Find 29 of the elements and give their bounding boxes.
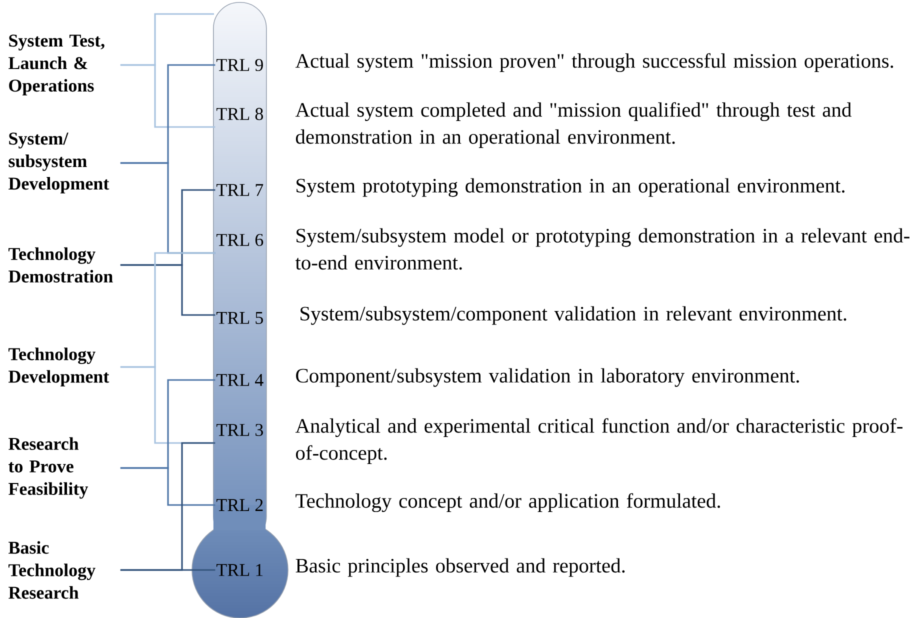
level-label: TRL 3 (216, 424, 263, 436)
phase-label: Technology Development (8, 348, 110, 386)
bracket-line (120, 467, 216, 506)
level-label: TRL 4 (216, 374, 264, 386)
level-label: TRL 1 (216, 564, 263, 576)
description-text: Actual system "mission proven" through successful mission operations. (295, 53, 894, 72)
bracket-line (120, 264, 216, 316)
level-label: TRL 2 (216, 499, 263, 511)
bracket-line (120, 64, 216, 128)
description-text: Actual system completed and "mission qualified" through test and demonstration in an operational environment. (295, 102, 852, 148)
phase-label: Research to Prove Feasibility (8, 437, 88, 499)
phase-label: Basic Technology Research (8, 541, 96, 599)
phase-label: System Test, Launch & Operations (8, 34, 104, 96)
description-text: Analytical and experimental critical function and/or characteristic proof-of-concept. (295, 418, 902, 464)
description-text: Component/subsystem validation in laboratory environment. (296, 368, 799, 387)
thermometer-drawing (192, 2, 288, 618)
phase-label: System/ subsystem Development (8, 132, 110, 194)
description-text: Technology concept and/or application formulated. (296, 493, 720, 512)
description-text: System/subsystem model or prototyping demonstration in a relevant end-to-end environment. (295, 228, 910, 270)
level-label: TRL 7 (216, 184, 264, 196)
level-label: TRL 6 (216, 234, 264, 246)
description-text: System prototyping demonstration in an operational environment. (296, 178, 844, 197)
description-text: Basic principles observed and reported. (296, 558, 625, 577)
level-label: TRL 8 (216, 108, 263, 120)
level-label: TRL 5 (216, 312, 263, 324)
description-text: System/subsystem/component validation in relevant environment. (300, 306, 846, 325)
level-label: TRL 9 (216, 58, 263, 72)
phase-label: Technology Demostration (8, 247, 113, 283)
bracket-line (120, 569, 216, 571)
